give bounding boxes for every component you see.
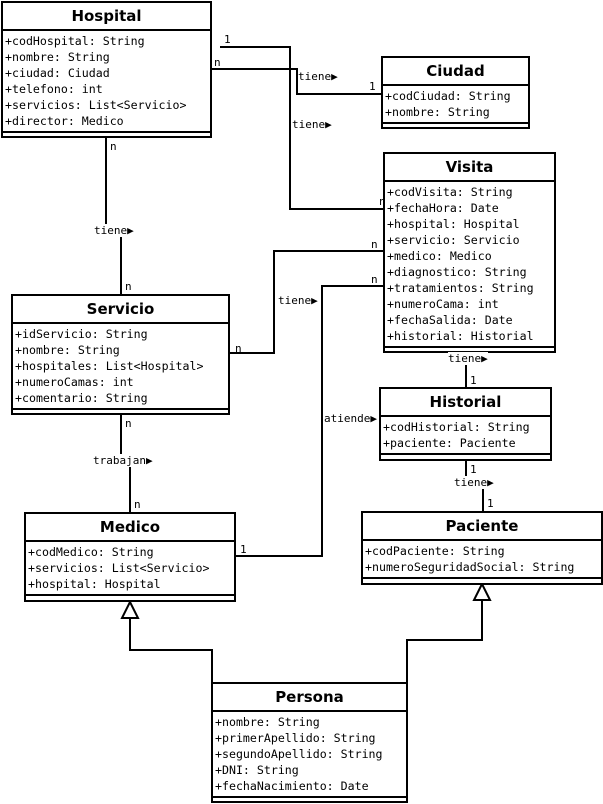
class-attribute: +hospital: Hospital (28, 577, 161, 591)
operation-compartment (3, 133, 210, 136)
multiplicity-servicio-medico-target: n (134, 498, 141, 511)
class-visita[interactable]: Visita +codVisita: String +fechaHora: Date… (383, 152, 556, 353)
association-label-hospital-ciudad: tiene▶ (298, 70, 338, 83)
class-attribute: +codPaciente: String (365, 544, 505, 558)
association-label-medico-visita: atiende▶ (324, 412, 377, 425)
multiplicity-historial-paciente-source: 1 (470, 463, 477, 476)
class-persona[interactable]: Persona +nombre: String +primerApellido: S… (211, 682, 408, 803)
class-attribute: +hospitales: List<Hospital> (15, 359, 204, 373)
class-attribute: +nombre: String (385, 105, 490, 119)
multiplicity-historial-paciente-target: 1 (487, 497, 494, 510)
class-attribute: +hospital: Hospital (387, 217, 520, 231)
multiplicity-medico-visita-source: 1 (240, 543, 247, 556)
attribute-compartment: +codHistorial: String +paciente: Paciente (381, 417, 550, 455)
operation-compartment (213, 798, 406, 801)
attribute-compartment: +codHospital: String +nombre: String +ciud… (3, 31, 210, 133)
association-label-historial-paciente: tiene▶ (454, 476, 494, 489)
attribute-compartment: +codVisita: String +fechaHora: Date +hospi… (385, 182, 554, 348)
association-label-hospital-servicio: tiene▶ (94, 224, 134, 237)
class-attribute: +DNI: String (215, 763, 299, 777)
attribute-compartment: +codPaciente: String +numeroSeguridadSoci… (363, 541, 601, 579)
class-attribute: +primerApellido: String (215, 731, 376, 745)
class-attribute: +servicios: List<Servicio> (28, 561, 210, 575)
multiplicity-hospital-ciudad-target: 1 (369, 80, 376, 93)
class-attribute: +ciudad: Ciudad (5, 66, 110, 80)
class-attribute: +idServicio: String (15, 327, 148, 341)
multiplicity-hospital-servicio-target: n (125, 280, 132, 293)
class-attribute: +fechaNacimiento: Date (215, 779, 369, 793)
class-attribute: +numeroCamas: int (15, 375, 134, 389)
class-attribute: +tratamientos: String (387, 281, 534, 295)
class-attribute: +fechaSalida: Date (387, 313, 513, 327)
class-name: Visita (385, 154, 554, 182)
class-name: Ciudad (383, 58, 528, 86)
connector-persona-paciente (406, 601, 483, 683)
multiplicity-visita-historial-target: 1 (470, 374, 477, 387)
association-label-visita-historial: tiene▶ (448, 352, 488, 365)
attribute-compartment: +codMedico: String +servicios: List<Servi… (26, 542, 234, 596)
class-attribute: +codHistorial: String (383, 420, 530, 434)
generalization-arrowhead-medico (120, 599, 140, 619)
multiplicity-servicio-visita-source: n (235, 342, 242, 355)
class-attribute: +director: Medico (5, 114, 124, 128)
connector-hospital-visita (220, 46, 384, 210)
connector-persona-medico (129, 619, 213, 683)
class-name: Medico (26, 514, 234, 542)
class-attribute: +medico: Medico (387, 249, 492, 263)
multiplicity-servicio-visita-target: n (371, 238, 378, 251)
operation-compartment (381, 455, 550, 459)
multiplicity-hospital-servicio-source: n (110, 140, 117, 153)
class-attribute: +telefono: int (5, 82, 103, 96)
operation-compartment (383, 124, 528, 127)
multiplicity-servicio-medico-source: n (125, 417, 132, 430)
class-hospital[interactable]: Hospital +codHospital: String +nombre: Str… (1, 1, 212, 138)
operation-compartment (363, 579, 601, 583)
connector-medico-visita (235, 285, 384, 557)
multiplicity-medico-visita-target: n (371, 273, 378, 286)
class-attribute: +servicio: Servicio (387, 233, 520, 247)
attribute-compartment: +nombre: String +primerApellido: String +s… (213, 712, 406, 798)
class-attribute: +historial: Historial (387, 329, 534, 343)
class-name: Persona (213, 684, 406, 712)
attribute-compartment: +codCiudad: String +nombre: String (383, 86, 528, 124)
association-label-servicio-medico: trabajan▶ (93, 454, 153, 467)
association-label-hospital-visita: tiene▶ (292, 118, 332, 131)
class-attribute: +comentario: String (15, 391, 148, 405)
class-name: Paciente (363, 513, 601, 541)
class-attribute: +fechaHora: Date (387, 201, 499, 215)
association-label-servicio-visita: tiene▶ (278, 294, 318, 307)
class-attribute: +codMedico: String (28, 545, 154, 559)
connector-hospital-servicio (105, 138, 122, 295)
class-attribute: +nombre: String (215, 715, 320, 729)
class-attribute: +numeroSeguridadSocial: String (365, 560, 575, 574)
multiplicity-hospital-visita-source: 1 (224, 33, 231, 46)
class-attribute: +nombre: String (5, 50, 110, 64)
class-servicio[interactable]: Servicio +idServicio: String +nombre: Stri… (11, 294, 230, 415)
operation-compartment (13, 410, 228, 413)
class-name: Historial (381, 389, 550, 417)
class-attribute: +servicios: List<Servicio> (5, 98, 187, 112)
attribute-compartment: +idServicio: String +nombre: String +hospi… (13, 324, 228, 410)
class-attribute: +codVisita: String (387, 185, 513, 199)
class-attribute: +numeroCama: int (387, 297, 499, 311)
class-medico[interactable]: Medico +codMedico: String +servicios: List… (24, 512, 236, 602)
connector-hospital-ciudad (211, 68, 381, 95)
class-attribute: +nombre: String (15, 343, 120, 357)
class-attribute: +diagnostico: String (387, 265, 527, 279)
operation-compartment (26, 596, 234, 600)
class-historial[interactable]: Historial +codHistorial: String +paciente:… (379, 387, 552, 461)
class-attribute: +segundoApellido: String (215, 747, 383, 761)
class-name: Hospital (3, 3, 210, 31)
connector-servicio-visita (229, 250, 384, 354)
class-attribute: +codCiudad: String (385, 89, 511, 103)
generalization-arrowhead-paciente (472, 581, 492, 601)
class-attribute: +paciente: Paciente (383, 436, 516, 450)
multiplicity-hospital-ciudad-source: n (214, 56, 221, 69)
class-ciudad[interactable]: Ciudad +codCiudad: String +nombre: String (381, 56, 530, 129)
multiplicity-hospital-visita-target: n (379, 195, 386, 208)
class-name: Servicio (13, 296, 228, 324)
class-paciente[interactable]: Paciente +codPaciente: String +numeroSegur… (361, 511, 603, 585)
class-attribute: +codHospital: String (5, 34, 145, 48)
